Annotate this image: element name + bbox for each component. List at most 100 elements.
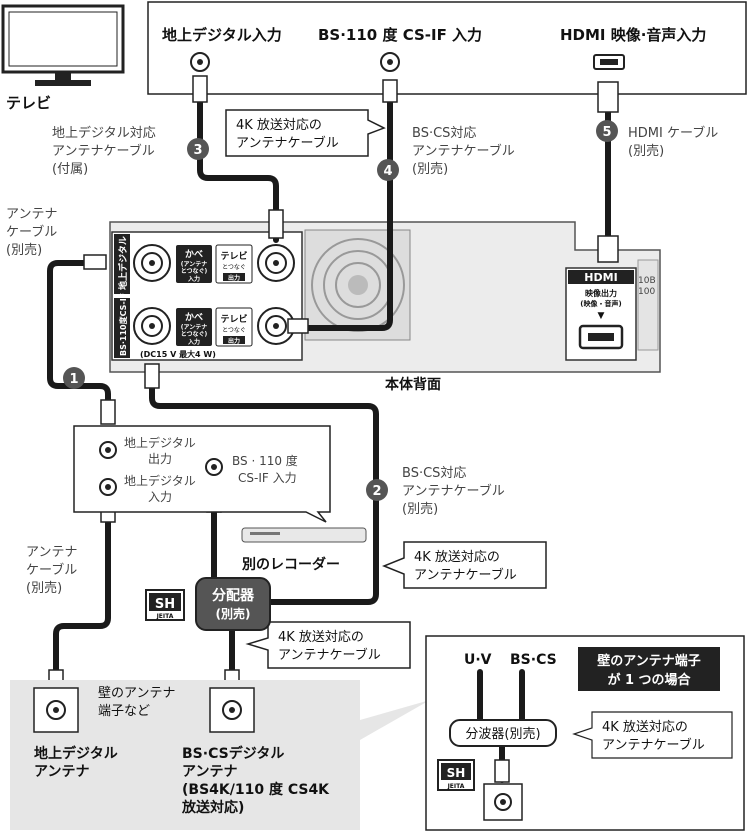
tv-input-bs-label: BS·110 度 CS-IF 入力 bbox=[318, 26, 482, 44]
tv-label: テレビ bbox=[6, 94, 51, 112]
cable-5-label-2: (別売) bbox=[628, 143, 664, 159]
inset-callout-2: アンテナケーブル bbox=[602, 737, 705, 753]
dc-note: (DC15 V 最大4 W) bbox=[140, 349, 216, 359]
inset-callout-1: 4K 放送対応の bbox=[602, 720, 688, 735]
hdmi-out-label-2: (映像・音声) bbox=[580, 299, 621, 308]
antenna-cable-left-label-3: (別売) bbox=[6, 242, 42, 258]
cable-3-badge: 3 bbox=[193, 143, 202, 158]
svg-text:アンテナケーブル: アンテナケーブル bbox=[278, 647, 381, 663]
cable-4-badge: 4 bbox=[383, 164, 392, 179]
wall-note-1: 壁のアンテナ bbox=[98, 686, 175, 701]
side-label-2: 100 bbox=[638, 287, 655, 297]
other-recorder-label: 別のレコーダー bbox=[241, 556, 340, 573]
sh-mark: SH JEITA bbox=[145, 589, 185, 621]
wall-note-2: 端子など bbox=[98, 704, 150, 719]
tv-out-label-3: テレビ bbox=[220, 313, 247, 325]
cable-4 bbox=[297, 97, 393, 331]
antenna-cable-low-label-3: (別売) bbox=[26, 580, 62, 596]
antenna-cable-left-label-1: アンテナ bbox=[6, 207, 57, 222]
cable-5-badge: 5 bbox=[602, 125, 611, 140]
svg-text:SH: SH bbox=[155, 597, 175, 612]
back-label: 本体背面 bbox=[385, 376, 441, 393]
out-tag-1: 出力 bbox=[228, 274, 240, 282]
cable-2-label-3: (別売) bbox=[402, 501, 438, 517]
inset-separator-label: 分波器(別売) bbox=[465, 726, 540, 742]
cable-1-badge: 1 bbox=[69, 372, 78, 387]
hdmi-out-label-1: 映像出力 bbox=[585, 288, 617, 298]
hdmi-arrow: ▼ bbox=[598, 311, 605, 321]
wall-label-4: かべ bbox=[185, 312, 203, 323]
bs-antenna-label-1: BS·CSデジタル bbox=[182, 745, 284, 762]
bs-antenna-label-2: アンテナ bbox=[182, 764, 237, 780]
cable-4-label-3: (別売) bbox=[412, 161, 448, 177]
svg-text:4K 放送対応の: 4K 放送対応の bbox=[414, 550, 500, 565]
svg-text:4K 放送対応の: 4K 放送対応の bbox=[278, 630, 364, 645]
inset-panel: 壁のアンテナ端子 が 1 つの場合 U·V BS·CS 分波器(別売) SH J… bbox=[425, 635, 745, 831]
terrestrial-side-label: 地上デジタル bbox=[117, 236, 129, 290]
tv-input-hdmi-label: HDMI 映像·音声入力 bbox=[560, 26, 706, 44]
terr-antenna-label-2: アンテナ bbox=[34, 764, 89, 780]
antenna-cable-left-label-2: ケーブル bbox=[6, 224, 57, 240]
out-tag-2: 出力 bbox=[228, 337, 240, 345]
cable-3-label-1: 地上デジタル対応 bbox=[52, 125, 156, 141]
callout-4k-top: 4K 放送対応の アンテナケーブル bbox=[225, 109, 386, 157]
cable-2-label-1: BS·CS対応 bbox=[402, 466, 466, 481]
splitter: 分配器 (別売) bbox=[195, 577, 271, 631]
wall-label-5: (アンテナ bbox=[181, 324, 208, 331]
inset-sh-sub: JEITA bbox=[447, 783, 465, 790]
cable-2-label-2: アンテナケーブル bbox=[402, 483, 505, 499]
recorder-back-panel: 10B 100 地上デジタル BS·110度CS-IF かべ (アンテナ とつな… bbox=[109, 221, 661, 373]
inset-sh-mark: SH bbox=[447, 766, 466, 780]
other-recorder-illustration bbox=[241, 527, 367, 543]
wall-label-3: とつなぐ) bbox=[181, 268, 208, 275]
terr-antenna-label-1: 地上デジタル bbox=[34, 745, 118, 762]
splitter-label-2: (別売) bbox=[216, 606, 251, 621]
antenna-cable-low-label-2: ケーブル bbox=[26, 562, 77, 578]
hdmi-logo: HDMI bbox=[584, 271, 617, 284]
tv-out-label-4: とつなぐ bbox=[222, 327, 246, 334]
cable-badges: 3 4 5 1 2 bbox=[63, 120, 618, 501]
bs-antenna-label-3: (BS4K/110 度 CS4K bbox=[182, 781, 330, 798]
other-bs-in-2: CS-IF 入力 bbox=[238, 471, 297, 485]
side-label-1: 10B bbox=[638, 276, 656, 286]
cable-2 bbox=[149, 367, 379, 605]
tv-input-terrestrial-label: 地上デジタル入力 bbox=[162, 26, 282, 44]
inset-bscs-label: BS·CS bbox=[510, 652, 557, 668]
other-terr-out-2: 出力 bbox=[148, 452, 172, 466]
bs-side-label: BS·110度CS-IF bbox=[118, 293, 128, 356]
other-terr-in-2: 入力 bbox=[148, 490, 172, 504]
svg-text:JEITA: JEITA bbox=[156, 613, 174, 620]
svg-text:アンテナケーブル: アンテナケーブル bbox=[236, 135, 339, 151]
antenna-cable-low-label-1: アンテナ bbox=[26, 545, 77, 560]
callout-4k-mid: 4K 放送対応の アンテナケーブル bbox=[381, 541, 547, 589]
cable-terrestrial-wall bbox=[53, 512, 111, 691]
tv-out-label-2: とつなぐ bbox=[222, 264, 246, 271]
cable-5-label-1: HDMI ケーブル bbox=[628, 125, 718, 141]
cable-4-label-2: アンテナケーブル bbox=[412, 143, 515, 159]
svg-text:アンテナケーブル: アンテナケーブル bbox=[414, 567, 517, 583]
other-bs-in-1: BS · 110 度 bbox=[232, 453, 298, 468]
cable-3 bbox=[197, 97, 279, 243]
cable-1 bbox=[47, 260, 111, 423]
in-tag-1: 入力 bbox=[187, 275, 200, 283]
splitter-label-1: 分配器 bbox=[212, 588, 255, 604]
tv-illustration bbox=[1, 4, 125, 86]
inset-title-2: が 1 つの場合 bbox=[607, 672, 691, 688]
svg-text:4K 放送対応の: 4K 放送対応の bbox=[236, 118, 322, 133]
wall-label-2: (アンテナ bbox=[181, 261, 208, 268]
other-terr-in-1: 地上デジタル bbox=[124, 473, 196, 488]
cable-3-label-3: (付属) bbox=[52, 162, 88, 177]
tv-out-label-1: テレビ bbox=[220, 250, 247, 262]
wall-label-1: かべ bbox=[185, 249, 203, 260]
cable-2-badge: 2 bbox=[372, 484, 381, 499]
inset-uv-label: U·V bbox=[464, 652, 492, 668]
tv-input-panel: 地上デジタル入力 BS·110 度 CS-IF 入力 HDMI 映像·音声入力 bbox=[147, 1, 747, 95]
in-tag-2: 入力 bbox=[187, 338, 200, 346]
cable-3-label-2: アンテナケーブル bbox=[52, 143, 155, 159]
other-terr-out-1: 地上デジタル bbox=[124, 435, 196, 450]
other-recorder-panel: 地上デジタル 出力 地上デジタル 入力 BS · 110 度 CS-IF 入力 bbox=[73, 425, 331, 523]
callout-4k-low: 4K 放送対応の アンテナケーブル bbox=[245, 621, 411, 669]
bs-antenna-label-4: 放送対応) bbox=[181, 799, 244, 816]
inset-title-1: 壁のアンテナ端子 bbox=[597, 653, 700, 669]
